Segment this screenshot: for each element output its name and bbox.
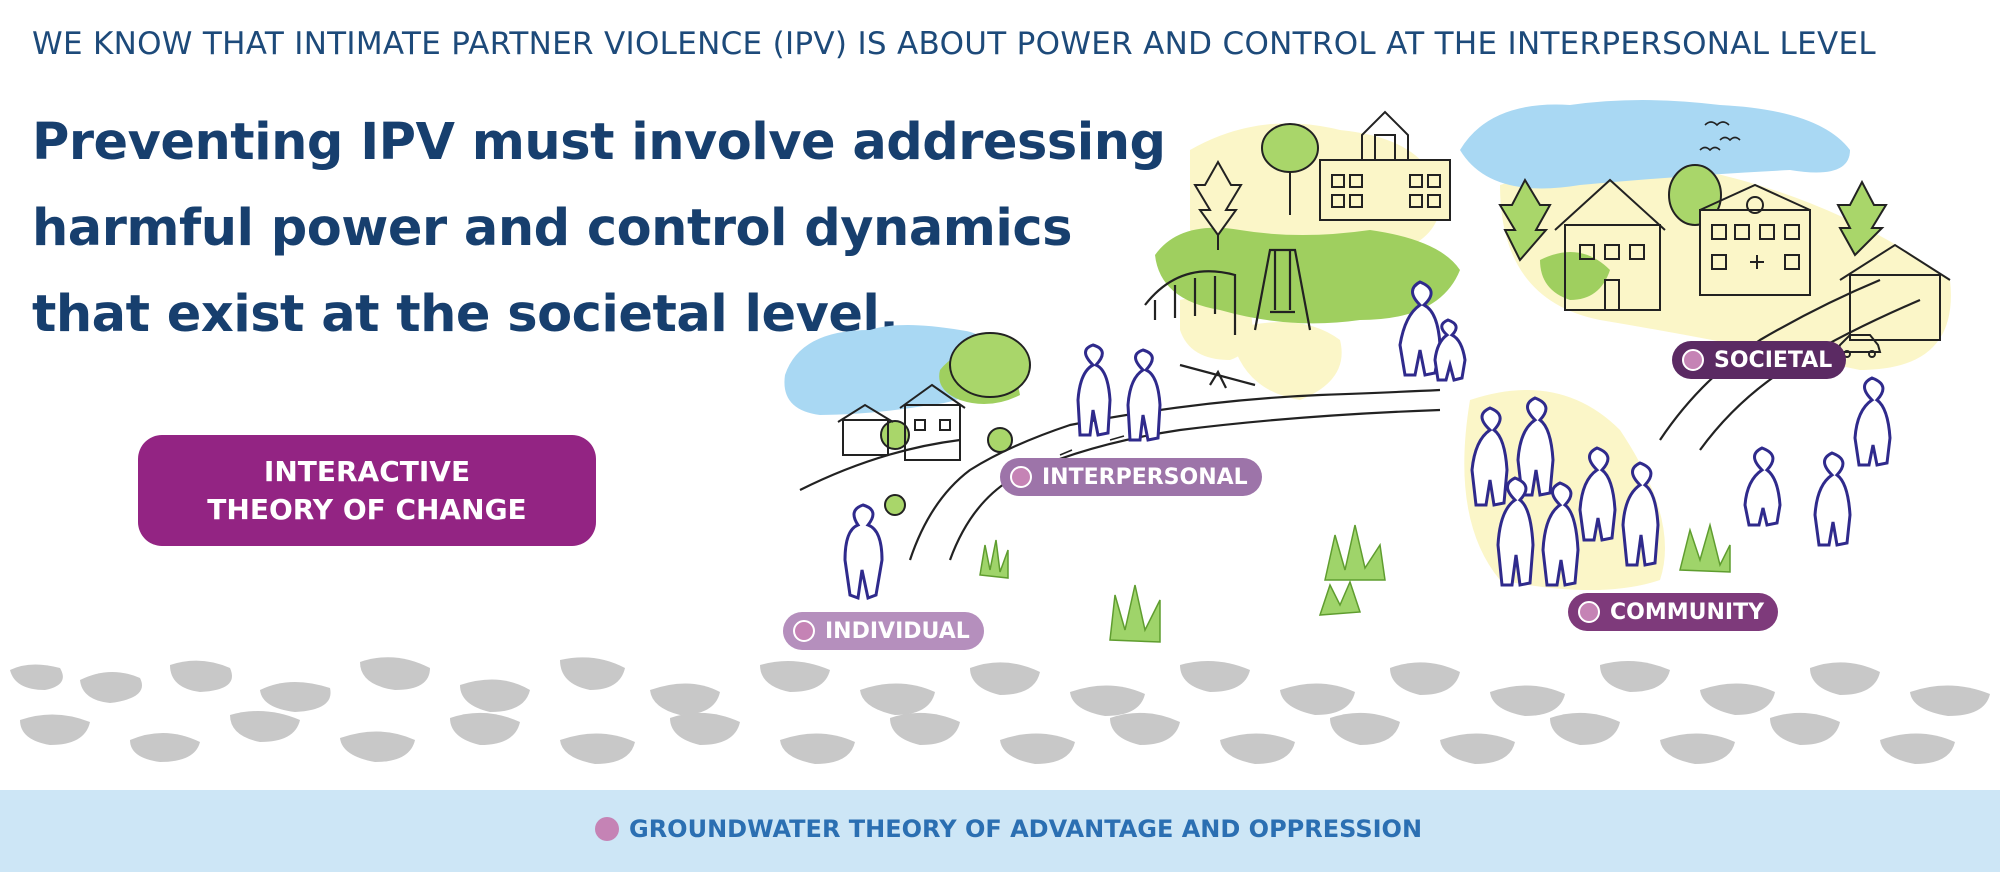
- level-interpersonal-button[interactable]: INTERPERSONAL: [1000, 458, 1262, 496]
- community-dot-icon: [1578, 601, 1600, 623]
- seesaw-icon: [1179, 363, 1256, 389]
- headline-line-2: harmful power and control dynamics: [32, 199, 1072, 258]
- stone-icon: [10, 657, 1990, 764]
- headline-line-3: that exist at the societal level.: [32, 285, 899, 344]
- interpersonal-label: INTERPERSONAL: [1042, 464, 1248, 490]
- societal-dot-icon: [1682, 349, 1704, 371]
- groundwater-dot-icon: [595, 817, 619, 841]
- hospital-icon: [1699, 183, 1811, 296]
- individual-dot-icon: [793, 620, 815, 642]
- level-societal-button[interactable]: SOCIETAL: [1672, 341, 1847, 379]
- intro-statement: WE KNOW THAT INTIMATE PARTNER VIOLENCE (…: [32, 26, 1876, 62]
- page-headline: Preventing IPV must involve addressing h…: [32, 100, 1212, 358]
- school-icon: [1319, 110, 1451, 221]
- groundwater-theory-link[interactable]: GROUNDWATER THEORY OF ADVANTAGE AND OPPR…: [595, 812, 1422, 846]
- societal-label: SOCIETAL: [1714, 347, 1833, 373]
- level-community-button[interactable]: COMMUNITY: [1568, 593, 1779, 631]
- bird-icon: [1699, 121, 1741, 152]
- individual-label: INDIVIDUAL: [825, 618, 970, 644]
- cta-line-2: THEORY OF CHANGE: [207, 492, 527, 526]
- groundwater-band: [0, 790, 2000, 872]
- community-label: COMMUNITY: [1610, 599, 1765, 625]
- interpersonal-dot-icon: [1010, 466, 1032, 488]
- groundwater-label: GROUNDWATER THEORY OF ADVANTAGE AND OPPR…: [629, 815, 1423, 843]
- cta-line-1: INTERACTIVE: [263, 454, 471, 488]
- level-individual-button[interactable]: INDIVIDUAL: [783, 612, 984, 650]
- interactive-theory-of-change-button[interactable]: INTERACTIVE THEORY OF CHANGE: [138, 435, 596, 546]
- headline-line-1: Preventing IPV must involve addressing: [32, 113, 1166, 172]
